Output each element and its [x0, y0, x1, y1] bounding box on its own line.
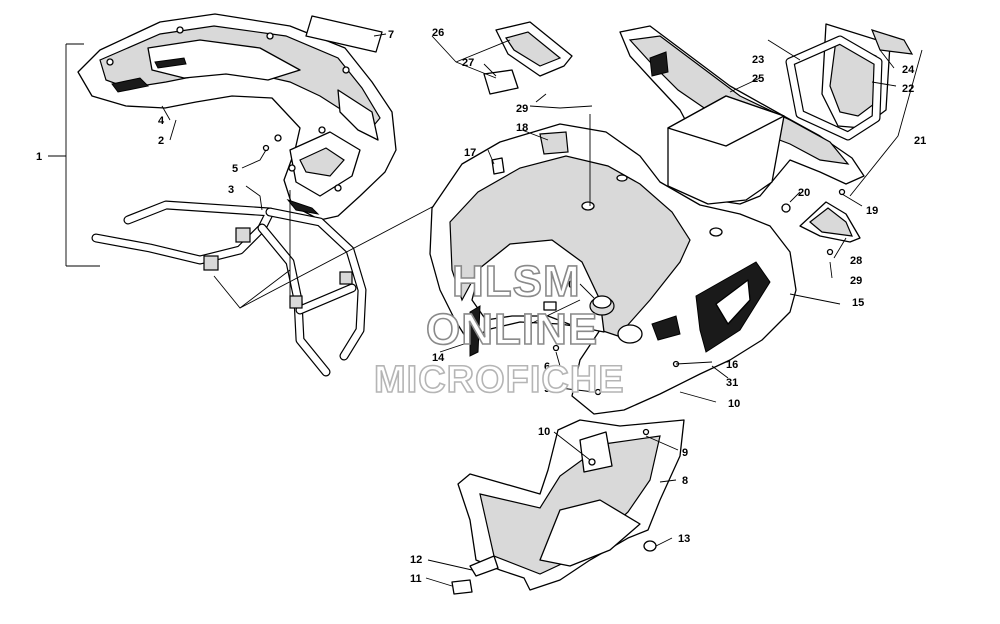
leader-lines [48, 33, 923, 587]
footwell [457, 419, 685, 591]
callout-22: 22 [902, 83, 914, 95]
watermark-line-3: MICROFICHE [374, 359, 625, 401]
callout-11: 11 [410, 573, 422, 585]
fuel-cap [589, 295, 615, 316]
callout-3: 3 [228, 184, 234, 196]
callout-20: 20 [798, 187, 810, 199]
callout-12: 12 [410, 554, 422, 566]
callout-28: 28 [850, 255, 862, 267]
side-panel-top [483, 21, 573, 95]
rear-bumper-tube [91, 200, 367, 377]
callout-23: 23 [752, 54, 764, 66]
rear-rack [77, 13, 397, 221]
callout-1: 1 [36, 151, 42, 163]
callout-13: 13 [678, 533, 690, 545]
front-rack-handle [785, 23, 891, 141]
callout-21: 21 [914, 135, 926, 147]
callout-2: 2 [158, 135, 164, 147]
callout-8: 8 [682, 475, 688, 487]
callout-16: 16 [726, 359, 738, 371]
callout-10b: 10 [728, 398, 740, 410]
callout-6: 6 [544, 361, 550, 373]
callout-10a: 10 [538, 426, 550, 438]
callout-labels: 1 2 3 4 5 6 7 8 9 9 10 10 10 11 12 13 14… [36, 27, 926, 585]
callout-5: 5 [232, 163, 238, 175]
callout-17: 17 [464, 147, 476, 159]
rear-fender [429, 123, 797, 415]
callout-18: 18 [516, 122, 528, 134]
callout-31: 31 [726, 377, 738, 389]
callout-4: 4 [158, 115, 165, 127]
callout-29a: 29 [516, 103, 528, 115]
callout-27: 27 [462, 57, 474, 69]
watermark: HLSM ONLINE MICROFICHE [373, 256, 625, 402]
front-fender-assembly [619, 25, 865, 205]
callout-7: 7 [388, 29, 394, 41]
callout-25: 25 [752, 73, 764, 85]
hardware [262, 144, 846, 595]
watermark-line-2: ONLINE [426, 305, 598, 354]
front-bracket [870, 29, 914, 55]
callout-24: 24 [902, 64, 915, 76]
side-panel-right [799, 201, 861, 243]
watermark-line-1: HLSM [452, 257, 581, 306]
callout-19: 19 [866, 205, 878, 217]
callout-26: 26 [432, 27, 444, 39]
callout-9a: 9 [544, 383, 550, 395]
callout-14: 14 [432, 352, 445, 364]
callout-30: 30 [562, 279, 574, 291]
callout-15: 15 [852, 297, 864, 309]
decal-strip [305, 15, 383, 53]
callout-29b: 29 [850, 275, 862, 287]
callout-9b: 9 [682, 447, 688, 459]
